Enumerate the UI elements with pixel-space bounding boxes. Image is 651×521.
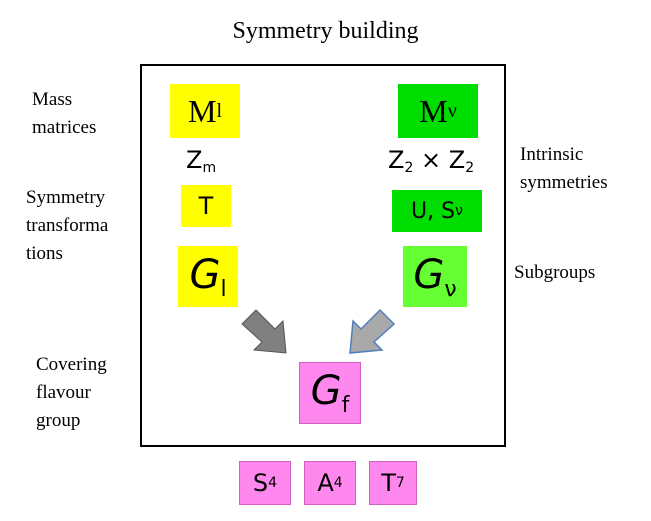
neutrino-group-symbol: G [413, 251, 445, 298]
lepton-mass-symbol: M [187, 92, 217, 129]
right-arrow [349, 308, 396, 354]
label-mass-matrices: Mass matrices [32, 89, 97, 138]
neutrino-symmetry-a-subscript: 2 [404, 160, 414, 176]
example-group-subscript: 4 [333, 475, 343, 491]
lepton-symmetry-subscript: m [202, 160, 217, 176]
example-group-subscript: 4 [268, 475, 278, 491]
example-group-symbol: A [317, 469, 334, 497]
lepton-group-symbol: G [189, 251, 221, 298]
label-covering-flavour-group: Covering flavour group [36, 354, 107, 431]
neutrino-residual-symmetry: Z2 × Z2 [388, 146, 474, 176]
diagram-title: Symmetry building [232, 18, 419, 44]
neutrino-symmetry-b-symbol: Z [448, 146, 466, 174]
example-group-symbol: T [381, 469, 396, 497]
lepton-transformation-box: T [181, 185, 231, 227]
neutrino-symmetry-a-symbol: Z [388, 146, 405, 174]
neutrino-symmetry-b-subscript: 2 [465, 160, 475, 176]
symmetry-frame [140, 64, 506, 447]
lepton-residual-symmetry: Zm [186, 146, 216, 176]
lepton-mass-subscript: l [216, 99, 222, 122]
label-intrinsic-symmetries: Intrinsic symmetries [520, 144, 608, 193]
lepton-group-subscript: l [220, 276, 227, 302]
lepton-transformation: T [198, 192, 214, 220]
example-group-symbol: S [252, 469, 269, 497]
neutrino-mass-subscript: ν [447, 99, 457, 122]
example-group-subscript: 7 [395, 475, 405, 491]
flavour-group-symbol: G [310, 368, 342, 414]
lepton-symmetry-symbol: Z [186, 146, 203, 174]
flavour-group-subscript: f [341, 393, 350, 418]
neutrino-mass-symbol: M [419, 92, 448, 129]
flavour-group-box: Gf [299, 362, 361, 424]
label-subgroups: Subgroups [514, 262, 596, 283]
neutrino-subgroup-box: Gν [403, 246, 467, 307]
neutrino-transformation: U, S [411, 198, 456, 224]
neutrino-transformation-subscript: ν [455, 203, 463, 219]
times-symbol: × [413, 146, 449, 174]
left-arrow [241, 309, 287, 354]
lepton-subgroup-box: Gl [178, 246, 238, 307]
neutrino-group-subscript: ν [444, 276, 457, 302]
label-symmetry-transformations: Symmetry transforma tions [26, 187, 109, 264]
